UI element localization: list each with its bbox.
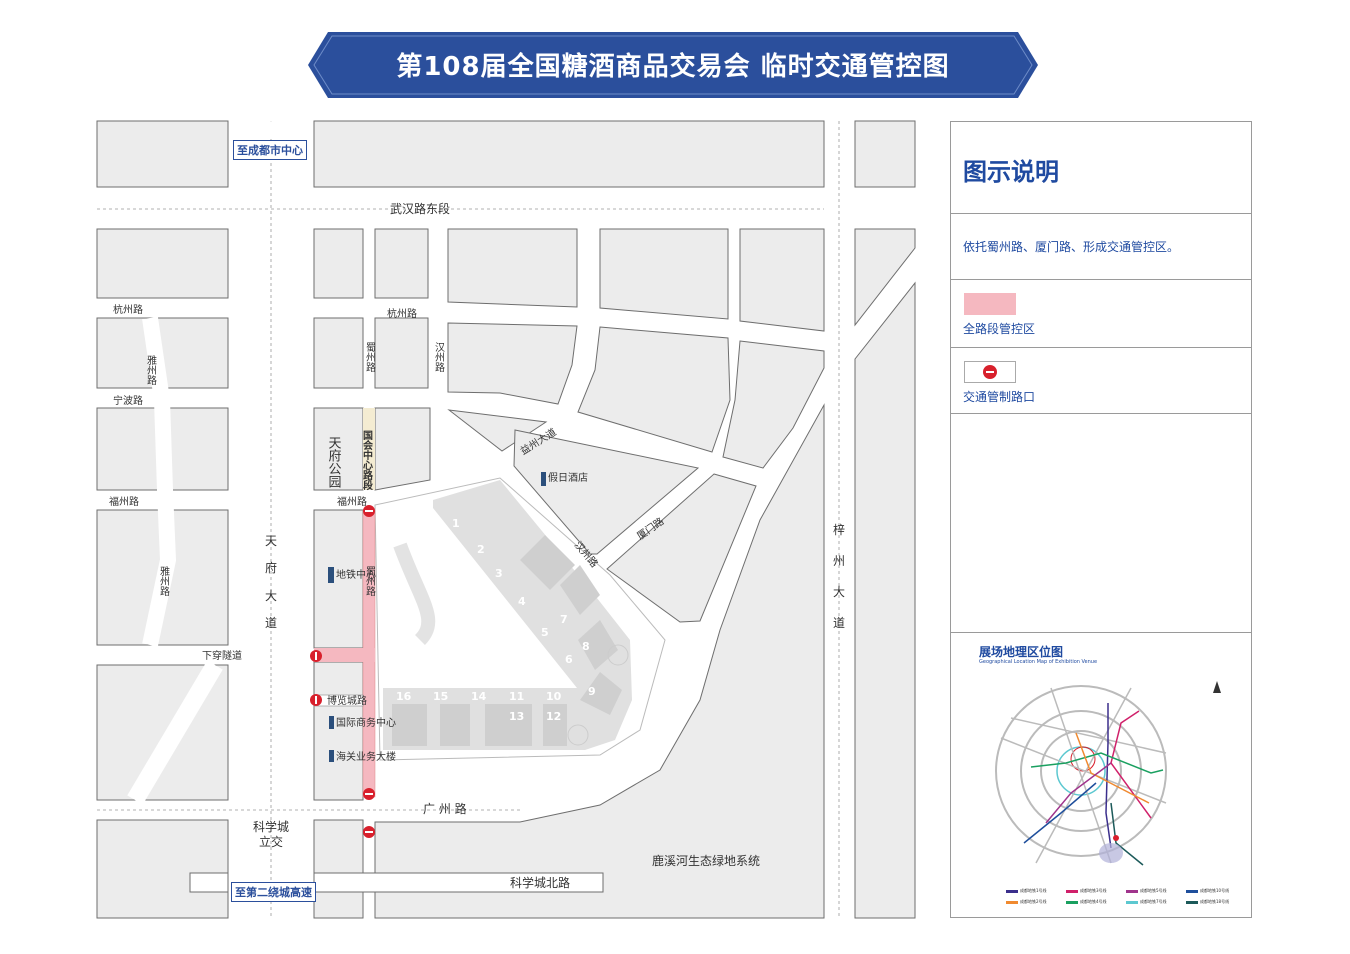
svg-text:14: 14 xyxy=(471,690,487,703)
svg-text:假日酒店: 假日酒店 xyxy=(548,471,588,484)
hall-numbers: 1 2 3 4 7 5 8 6 9 16 15 14 11 10 13 12 xyxy=(396,517,596,723)
svg-text:2: 2 xyxy=(477,543,485,556)
svg-text:8: 8 xyxy=(582,640,590,653)
svg-text:天府公园: 天府公园 xyxy=(326,436,342,488)
svg-text:福州路: 福州路 xyxy=(337,495,367,508)
svg-text:科学城北路: 科学城北路 xyxy=(510,875,570,890)
svg-text:16: 16 xyxy=(396,690,412,703)
svg-text:6: 6 xyxy=(565,653,573,666)
svg-text:大: 大 xyxy=(833,585,845,599)
svg-text:地铁中心: 地铁中心 xyxy=(336,568,376,581)
metro-legend: 成都地铁1号线 成都地铁3号线 成都地铁5号线 成都地铁10号线 成都地铁2号线… xyxy=(1006,888,1246,905)
svg-text:国会中心路段: 国会中心路段 xyxy=(361,430,373,491)
direction-south: 至第二绕城高速 xyxy=(231,882,316,902)
svg-text:道: 道 xyxy=(265,616,277,630)
svg-text:海关业务大楼: 海关业务大楼 xyxy=(336,750,396,763)
page-title: 第108届全国糖酒商品交易会 临时交通管控图 xyxy=(396,52,950,82)
svg-text:12: 12 xyxy=(546,710,561,723)
metro-line-item: 成都地铁5号线 xyxy=(1126,888,1186,894)
legend-description: 依托蜀州路、厦门路、形成交通管控区。 xyxy=(963,240,1180,254)
svg-text:科学城: 科学城 xyxy=(253,819,289,834)
svg-text:博览城路: 博览城路 xyxy=(327,694,367,707)
svg-text:天: 天 xyxy=(265,534,277,548)
svg-text:立交: 立交 xyxy=(259,834,283,849)
svg-text:蜀州路: 蜀州路 xyxy=(364,342,376,373)
svg-text:雅州路: 雅州路 xyxy=(145,354,157,386)
direction-north: 至成都市中心 xyxy=(233,140,307,160)
title-banner: 第108届全国糖酒商品交易会 临时交通管控图 xyxy=(308,32,1038,98)
svg-text:杭州路: 杭州路 xyxy=(113,303,143,316)
no-entry-icon xyxy=(310,694,322,706)
control-zone-swatch xyxy=(964,293,1016,315)
metro-line-item: 成都地铁10号线 xyxy=(1186,888,1246,894)
no-entry-icon xyxy=(964,361,1016,383)
place-labels: 天府公园 科学城 立交 鹿溪河生态绿地系统 地铁中心 国际商务中心 海关业务大楼… xyxy=(253,436,760,868)
svg-text:杭州路: 杭州路 xyxy=(387,307,417,320)
metro-line-item: 成都地铁4号线 xyxy=(1066,899,1126,905)
svg-text:下穿隧道: 下穿隧道 xyxy=(202,649,242,662)
svg-text:武汉路东段: 武汉路东段 xyxy=(390,201,450,216)
metro-line-item: 成都地铁2号线 xyxy=(1006,899,1066,905)
svg-text:10: 10 xyxy=(546,690,562,703)
control-zone-tunnel xyxy=(314,648,375,662)
svg-text:道: 道 xyxy=(833,616,845,630)
svg-text:15: 15 xyxy=(433,690,448,703)
svg-text:13: 13 xyxy=(509,710,524,723)
junction-label: 交通管制路口 xyxy=(963,390,1036,404)
building-icon xyxy=(328,567,334,583)
legend-panel: 图示说明 依托蜀州路、厦门路、形成交通管控区。 全路段管控区 交通管制路口 展场… xyxy=(950,121,1252,918)
no-entry-icon xyxy=(363,788,375,800)
arrow-up-icon xyxy=(259,121,283,139)
location-subtitle: Geographical Location Map of Exhibition … xyxy=(979,659,1098,665)
no-entry-icon xyxy=(363,826,375,838)
no-entry-icon xyxy=(363,505,375,517)
svg-text:9: 9 xyxy=(588,685,596,698)
exhibition-site xyxy=(374,477,666,761)
building-icon xyxy=(329,716,334,729)
north-arrow-icon xyxy=(1213,681,1221,693)
control-zone-label: 全路段管控区 xyxy=(963,322,1036,336)
building-icon xyxy=(329,750,334,762)
svg-text:鹿溪河生态绿地系统: 鹿溪河生态绿地系统 xyxy=(652,853,760,868)
svg-text:福州路: 福州路 xyxy=(109,495,139,508)
no-entry-icon xyxy=(310,650,322,662)
svg-text:州: 州 xyxy=(833,554,845,568)
svg-text:5: 5 xyxy=(541,626,549,639)
svg-text:梓: 梓 xyxy=(833,522,845,537)
location-title: 展场地理区位图 xyxy=(979,645,1064,659)
svg-text:府: 府 xyxy=(265,560,277,575)
venue-marker-icon xyxy=(1113,835,1119,841)
svg-text:11: 11 xyxy=(509,690,524,703)
svg-text:国际商务中心: 国际商务中心 xyxy=(336,716,396,729)
location-map: 展场地理区位图 Geographical Location Map of Exh… xyxy=(951,632,1251,918)
svg-text:广 州 路: 广 州 路 xyxy=(423,801,467,816)
building-icon xyxy=(541,472,546,486)
svg-text:7: 7 xyxy=(560,613,568,626)
metro-line-item: 成都地铁3号线 xyxy=(1066,888,1126,894)
svg-text:蜀州路: 蜀州路 xyxy=(364,566,376,597)
legend-title: 图示说明 xyxy=(963,158,1059,186)
metro-line-item: 成都地铁1号线 xyxy=(1006,888,1066,894)
svg-text:汉州路: 汉州路 xyxy=(433,342,445,373)
svg-text:3: 3 xyxy=(495,567,503,580)
svg-text:1: 1 xyxy=(452,517,460,530)
svg-text:4: 4 xyxy=(518,595,526,608)
metro-line-item: 成都地铁18号线 xyxy=(1186,899,1246,905)
svg-text:大: 大 xyxy=(265,589,277,603)
svg-text:雅州路: 雅州路 xyxy=(158,565,170,597)
svg-text:宁波路: 宁波路 xyxy=(113,394,143,407)
metro-line-item: 成都地铁7号线 xyxy=(1126,899,1186,905)
